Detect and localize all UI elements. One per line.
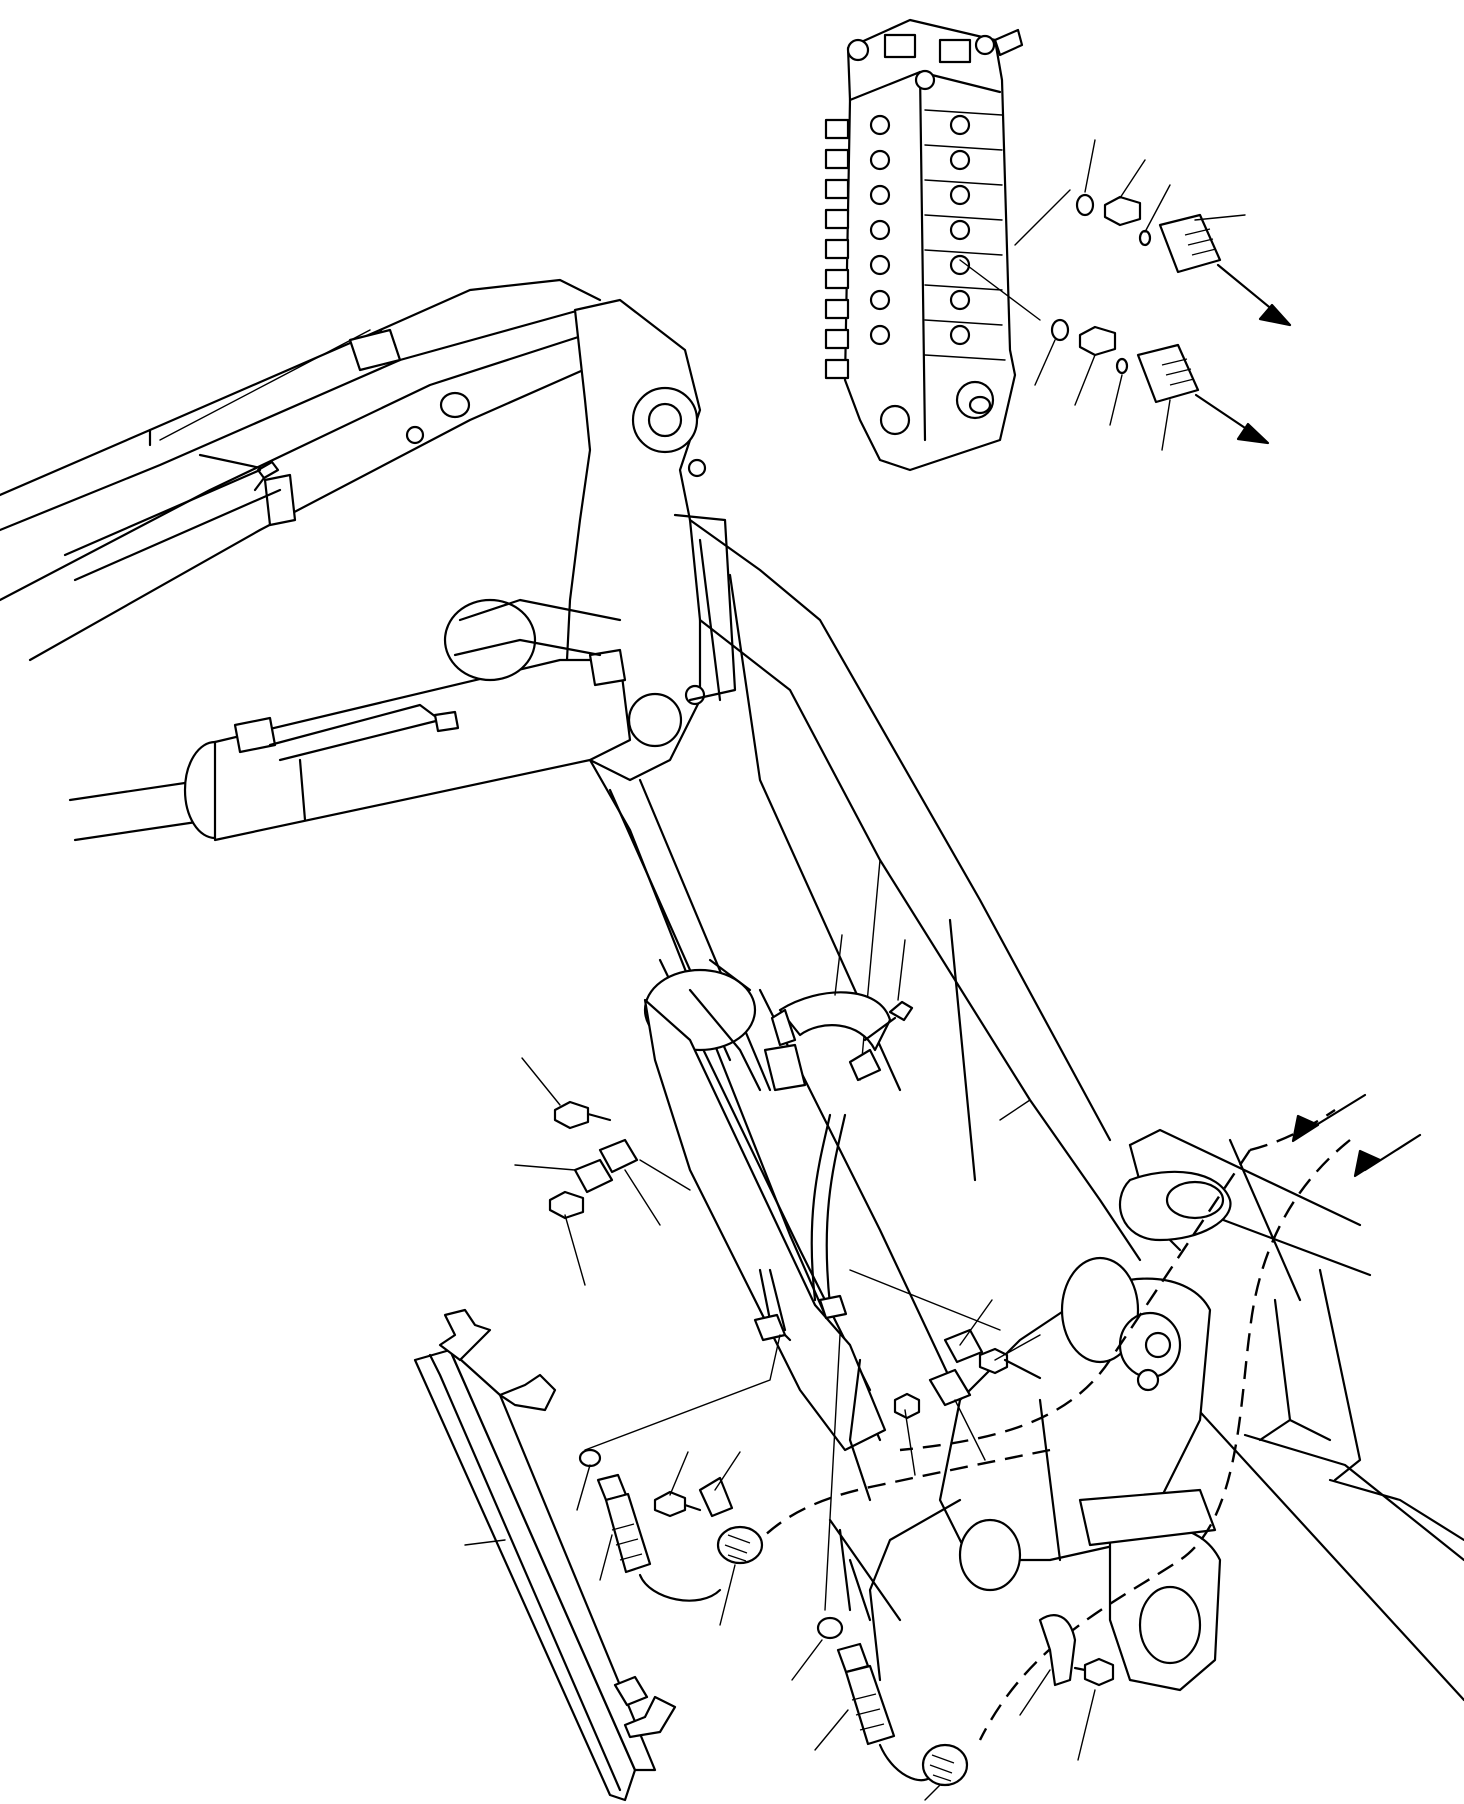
lower-fitting-set — [1050, 318, 1270, 445]
callout-leader — [464, 1539, 506, 1546]
callout-leader — [1074, 354, 1096, 406]
callout-leader — [1144, 184, 1171, 233]
clamp-group-right — [893, 1328, 1042, 1420]
callout-leader — [576, 1464, 591, 1511]
clamp-group-bottom — [1038, 1614, 1115, 1687]
o-ring-icon — [1075, 193, 1095, 217]
hose-cover-guard — [413, 1308, 677, 1802]
clamp-group-left — [548, 1100, 691, 1220]
callout-leader — [514, 1164, 576, 1171]
callout-leader — [1034, 339, 1056, 386]
clamp-plate-icon — [698, 1476, 734, 1518]
callout-leader — [564, 1214, 586, 1286]
leader-line-lower-port — [959, 259, 1041, 321]
boom-cylinder — [643, 958, 962, 1452]
bolt-icon — [978, 1347, 1009, 1375]
callout-leader — [599, 1534, 613, 1581]
arm-cylinder — [68, 598, 632, 842]
callout-leader — [994, 1334, 1041, 1361]
arm-assembly — [0, 278, 642, 662]
callout-leader — [1109, 374, 1123, 426]
o-ring-icon — [1115, 357, 1129, 375]
bolt-icon — [893, 1392, 921, 1420]
callout-leader — [954, 1399, 986, 1461]
callout-leader — [1194, 214, 1246, 221]
hose-coupler-icon — [716, 1525, 764, 1565]
band-clamp — [770, 991, 892, 1082]
callout-leader — [791, 1639, 823, 1681]
callout-leader — [669, 1451, 689, 1496]
callout-leader — [521, 1057, 561, 1106]
callout-leader — [624, 1169, 661, 1226]
adapter-fitting-icon — [1103, 195, 1142, 227]
valve-spool-ports — [824, 109, 1006, 380]
callout-leader — [814, 1709, 849, 1751]
clamp-plate-icon — [928, 1368, 972, 1407]
leader-line-hose-b — [824, 1334, 841, 1611]
leader-line-hose-a — [584, 1334, 781, 1451]
quick-coupler-icon — [1158, 213, 1222, 274]
callout-leader — [1119, 159, 1146, 199]
leader-line-upper-port — [1014, 189, 1071, 246]
bolt-icon — [553, 1100, 590, 1130]
flow-arrow-icon — [1291, 1093, 1367, 1143]
clamp-plate-icon — [573, 1158, 614, 1194]
callout-leader — [834, 934, 843, 996]
hose-assembly-a — [578, 1448, 764, 1602]
bolt-icon — [653, 1490, 687, 1518]
hose-route-dashed — [899, 1149, 1251, 1452]
clamp-plate-icon — [1038, 1614, 1077, 1687]
adapter-fitting-icon — [1078, 325, 1117, 357]
callout-leader — [714, 1451, 741, 1491]
callout-leader — [959, 1299, 993, 1346]
control-valve-block — [824, 18, 1024, 472]
quick-coupler-icon — [1136, 343, 1200, 404]
clamp-plate-icon — [943, 1328, 984, 1364]
o-ring-icon — [578, 1448, 602, 1468]
boom-foot — [828, 1138, 1302, 1692]
o-ring-icon — [1138, 229, 1152, 247]
hose-route-dashed — [759, 1448, 1051, 1541]
hydraulic-tubes — [753, 1113, 1001, 1342]
callout-leader — [897, 939, 906, 1001]
callout-leader — [719, 1564, 736, 1626]
upper-fitting-set — [1075, 193, 1292, 327]
callout-leader — [1077, 1689, 1096, 1761]
callout-leader — [924, 1784, 941, 1801]
callout-leader — [1019, 1669, 1051, 1716]
clamp-plate-icon — [598, 1138, 639, 1174]
callout-leader — [1084, 139, 1096, 193]
callout-leader — [904, 1409, 916, 1476]
hose-fitting-icon — [604, 1492, 652, 1574]
hose-assembly-b — [816, 1616, 969, 1787]
swing-frame — [1118, 1128, 1464, 1702]
hose-fitting-icon — [844, 1664, 896, 1746]
flow-arrow-icon — [1353, 1133, 1422, 1178]
bolt-icon — [1083, 1657, 1115, 1687]
bolt-icon — [863, 1000, 914, 1042]
o-ring-icon — [816, 1616, 844, 1640]
callout-leader — [1161, 399, 1171, 451]
hose-route-dashed — [1249, 1109, 1336, 1152]
hose-route-dashed — [978, 1139, 1351, 1741]
o-ring-icon — [1050, 318, 1070, 342]
bolt-icon — [548, 1190, 585, 1220]
